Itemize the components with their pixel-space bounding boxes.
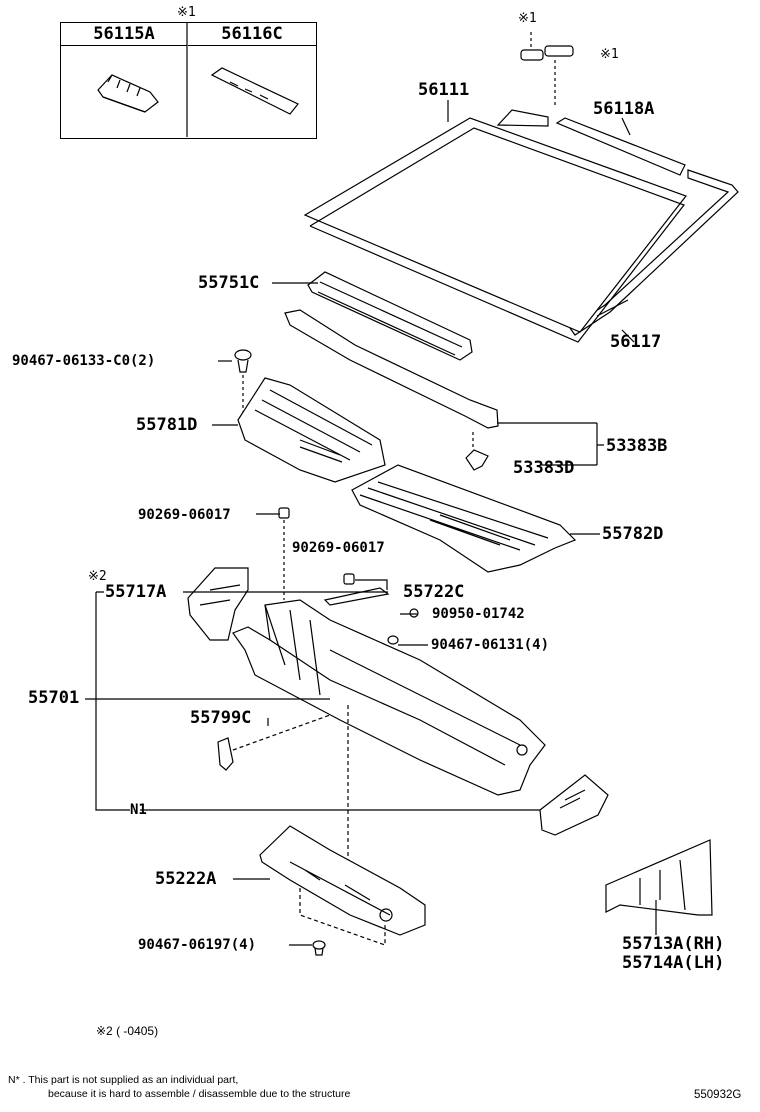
- label-55714A: 55714A(LH): [622, 953, 725, 973]
- label-90950-01742: 90950-01742: [432, 606, 525, 622]
- bolt-90269-06017-b: [323, 573, 390, 606]
- top-clips: [520, 32, 574, 108]
- label-90467-06197: 90467-06197(4): [138, 937, 257, 953]
- label-55782D: 55782D: [602, 524, 664, 544]
- label-56118A: 56118A: [593, 99, 655, 119]
- mark-2: ※2: [88, 569, 107, 584]
- bracket-53383B: [497, 422, 604, 466]
- label-55781D: 55781D: [136, 415, 198, 435]
- footnote-range: ※2 ( -0405): [96, 1024, 159, 1038]
- cowl-louver-55782D: [351, 464, 577, 573]
- label-90269-06017-b: 90269-06017: [292, 540, 385, 556]
- label-56111: 56111: [418, 80, 470, 100]
- label-53383B: 53383B: [606, 436, 668, 456]
- label-55722C: 55722C: [403, 582, 465, 602]
- label-90269-06017-a: 90269-06017: [138, 507, 231, 523]
- assembly-bracket-55701: [85, 591, 540, 811]
- cowl-weatherstrip-55751C: [307, 271, 473, 361]
- side-panel-55713A: [605, 839, 713, 916]
- cowl-louver-55781D: [237, 377, 386, 483]
- mark-1b: ※1: [600, 47, 619, 62]
- label-N1: N1: [130, 802, 147, 818]
- bracket-55717A: [187, 567, 249, 641]
- cover-55799C: [217, 737, 234, 771]
- label-56117: 56117: [610, 332, 662, 352]
- clip-90467-06197: [312, 940, 326, 956]
- inset-note-mark: ※1: [177, 5, 196, 20]
- label-55751C: 55751C: [198, 273, 260, 293]
- label-90467-06131: 90467-06131(4): [431, 637, 550, 653]
- clip-56116C: [210, 67, 299, 115]
- bolt-90269-06017-a: [278, 507, 290, 600]
- label-55799C: 55799C: [190, 708, 252, 728]
- clip-56115A: [97, 74, 159, 113]
- label-55701: 55701: [28, 688, 80, 708]
- mark-1a: ※1: [518, 11, 537, 26]
- footnote-n1-line1: N* . This part is not supplied as an ind…: [8, 1074, 239, 1086]
- label-55222A: 55222A: [155, 869, 217, 889]
- inset-clip-table: 56115A 56116C: [60, 22, 317, 139]
- leader-lines: [212, 100, 657, 946]
- label-53383D: 53383D: [513, 458, 575, 478]
- label-55717A: 55717A: [105, 582, 167, 602]
- label-55713A: 55713A(RH): [622, 934, 725, 954]
- windshield-glass: [303, 117, 687, 343]
- inset-col2-header: 56116C: [188, 23, 316, 46]
- diagram-code: 550932G: [694, 1089, 742, 1101]
- clip-53383D: [465, 432, 489, 471]
- bracket-N1: [539, 774, 609, 836]
- footnote-n1-line2: because it is hard to assemble / disasse…: [48, 1088, 351, 1100]
- hood-seal-53383B: [284, 309, 499, 429]
- nut-90950-01742: [409, 608, 419, 618]
- clip-90467-06131: [387, 635, 399, 645]
- cowl-panel-55701: [232, 599, 546, 796]
- inset-col1-header: 56115A: [61, 23, 187, 46]
- label-90467-06133: 90467-06133-C0(2): [12, 353, 156, 369]
- cowl-extension-55222A: [233, 705, 426, 946]
